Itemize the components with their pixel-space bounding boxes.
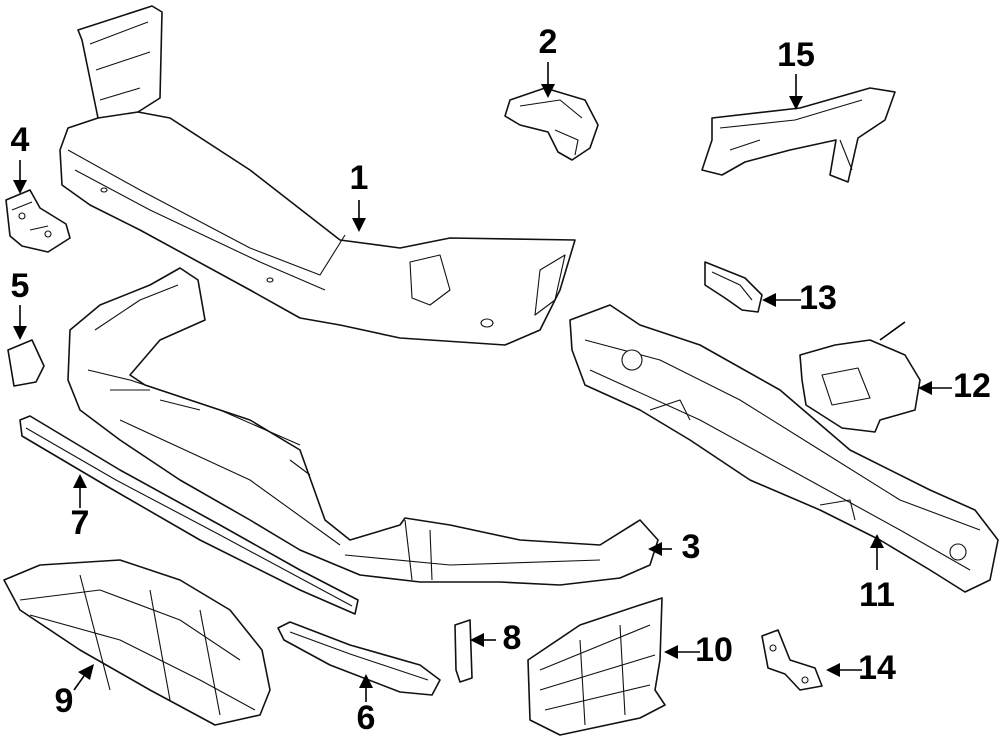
callout-2: 2 [539, 23, 558, 61]
callout-14: 14 [858, 649, 896, 687]
callout-7: 7 [71, 504, 90, 542]
callout-5: 5 [11, 267, 30, 305]
lower-cover-part-3 [67, 267, 659, 586]
callout-8: 8 [503, 619, 522, 657]
tow-bracket-part-12 [799, 321, 921, 433]
support-part-10 [527, 597, 666, 736]
callout-15: 15 [777, 36, 815, 74]
bracket-part-4 [5, 189, 71, 253]
pad-part-5 [7, 339, 45, 387]
bracket-part-2 [504, 87, 599, 161]
bumper-cover-part [59, 5, 576, 346]
trim-strip-part-6 [277, 621, 441, 696]
bracket-part-14 [761, 629, 823, 691]
clip-part-13 [704, 261, 763, 313]
callout-1: 1 [350, 159, 369, 197]
callout-4: 4 [11, 121, 30, 159]
callout-labels: 1 2 15 4 5 7 3 13 12 11 10 14 8 6 9 [11, 23, 991, 737]
clip-part-8 [454, 619, 473, 683]
callout-13: 13 [799, 279, 837, 317]
reinforcement-beam-part-11 [569, 304, 999, 593]
callout-12: 12 [953, 367, 991, 405]
leader-lines [13, 62, 952, 702]
callout-6: 6 [357, 699, 376, 737]
callout-3: 3 [682, 528, 701, 566]
callout-11: 11 [859, 576, 895, 614]
callout-9: 9 [55, 682, 74, 720]
bracket-part-15 [701, 87, 896, 183]
callout-10: 10 [695, 631, 733, 669]
under-shield-part-9 [3, 559, 271, 726]
trim-strip-part-7 [19, 415, 359, 615]
